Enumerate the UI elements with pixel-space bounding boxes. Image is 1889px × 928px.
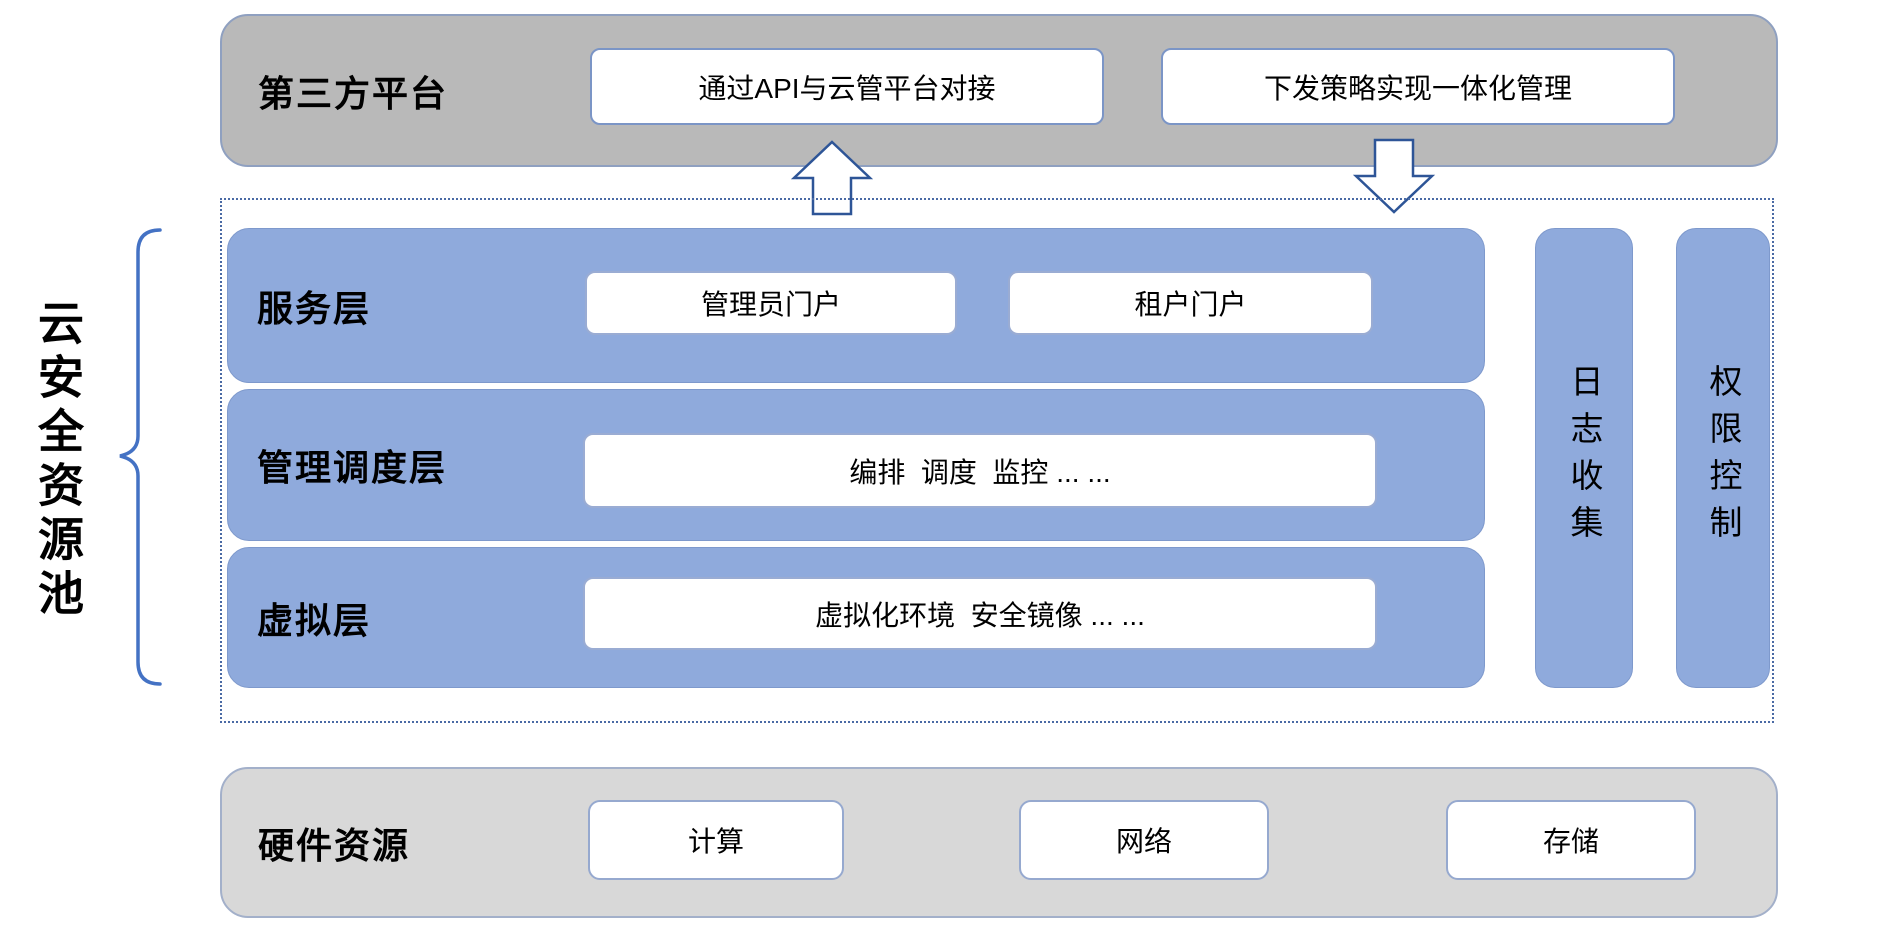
permission-control-bar: 权限控制 (1676, 228, 1770, 688)
admin-portal-box: 管理员门户 (585, 271, 957, 335)
log-collection-label: 日志收集 (1566, 364, 1603, 552)
compute-text: 计算 (687, 826, 744, 857)
network-box: 网络 (1019, 800, 1269, 880)
hardware-resources-label: 硬件资源 (258, 824, 411, 866)
down-arrow-icon (1352, 138, 1438, 216)
up-arrow-icon (790, 138, 876, 218)
management-scheduling-layer-label: 管理调度层 (257, 447, 448, 488)
brace-icon (108, 224, 168, 690)
orchestration-text: 编排 调度 监控 ... ... (849, 456, 1111, 488)
tenant-portal-box: 租户门户 (1008, 271, 1373, 335)
storage-text: 存储 (1542, 826, 1599, 857)
service-layer-label: 服务层 (257, 287, 372, 329)
admin-portal-text: 管理员门户 (700, 289, 841, 320)
resource-pool-title: 云安全资源池 (32, 299, 84, 623)
storage-box: 存储 (1446, 800, 1696, 880)
virtualization-environment-box: 虚拟化环境 安全镜像 ... ... (583, 577, 1377, 650)
network-text: 网络 (1115, 826, 1172, 857)
api-integration-box: 通过API与云管平台对接 (590, 48, 1104, 125)
log-collection-bar: 日志收集 (1535, 228, 1633, 688)
policy-dispatch-box: 下发策略实现一体化管理 (1161, 48, 1675, 125)
third-party-platform-label: 第三方平台 (258, 72, 449, 114)
virtualization-layer-label: 虚拟层 (257, 599, 372, 641)
resource-pool-dotted-container (220, 198, 1774, 723)
api-integration-text: 通过API与云管平台对接 (698, 72, 996, 104)
permission-control-label: 权限控制 (1705, 364, 1742, 552)
compute-box: 计算 (588, 800, 844, 880)
virtualization-text: 虚拟化环境 安全镜像 ... ... (815, 599, 1145, 631)
orchestration-scheduling-monitoring-box: 编排 调度 监控 ... ... (583, 433, 1377, 508)
tenant-portal-text: 租户门户 (1134, 289, 1247, 320)
policy-dispatch-text: 下发策略实现一体化管理 (1263, 72, 1572, 104)
